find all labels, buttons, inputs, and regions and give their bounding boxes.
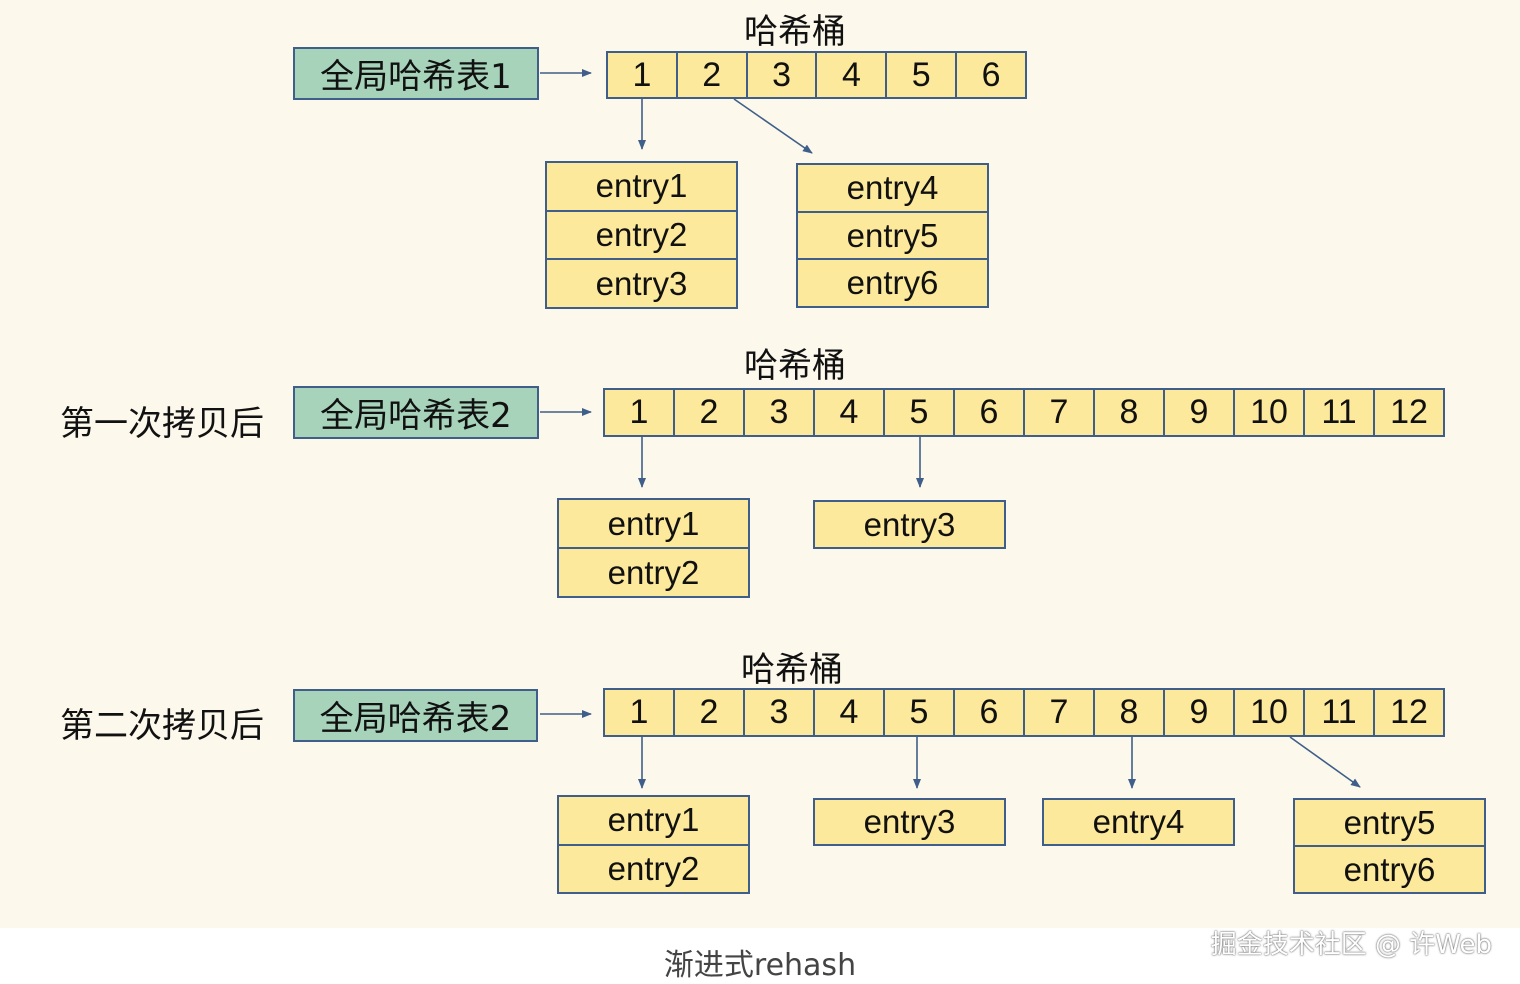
bucket-cell: 11 [1303,390,1373,435]
bucket-cell: 1 [629,393,649,431]
bucket-cell: 4 [813,390,883,435]
watermark: 掘金技术社区 @ 许Web [1210,930,1492,960]
bucket-cell: 3 [743,690,813,735]
entry-item: entry2 [559,547,748,596]
bucket-title-2: 哈希桶 [744,346,846,386]
entry-item: entry2 [559,843,748,893]
bucket-cell: 7 [1023,390,1093,435]
entry-item: entry3 [547,258,736,307]
bucket-cell: 6 [953,390,1023,435]
entry-chain-1a: entry1 entry2 entry3 [545,161,738,309]
bucket-cell: 11 [1303,690,1373,735]
entry-item: entry6 [798,258,987,306]
entry-chain-2a: entry1 entry2 [557,498,750,598]
bucket-cell: 10 [1233,390,1303,435]
bucket-cell: 6 [953,690,1023,735]
bucket-cell: 1 [629,693,649,731]
diagram-canvas: 哈希桶 全局哈希表1 1 2 3 4 5 6 entry1 entry2 ent… [0,0,1520,928]
entry-item: entry1 [607,504,700,542]
global-hash-table-1: 全局哈希表1 [293,47,539,100]
diagram-caption: 渐进式rehash [663,948,857,983]
entry-chain-3c: entry4 [1042,798,1235,846]
entry-item: entry1 [595,167,688,205]
global-hash-table-2: 全局哈希表2 [293,386,539,439]
bucket-cell: 5 [883,690,953,735]
entry-item: entry5 [1343,803,1436,841]
bucket-row-3: 1 2 3 4 5 6 7 8 9 10 11 12 [603,688,1445,737]
bucket-cell: 9 [1163,390,1233,435]
bucket-cell: 12 [1373,690,1443,735]
arrow-layer [540,69,1361,789]
entry-item: entry4 [846,168,939,206]
bucket-arrow [733,98,813,154]
bucket-cell: 1 [632,55,652,94]
entry-item: entry1 [607,801,700,839]
entry-item: entry5 [798,210,987,259]
global-hash-table-2-after: 全局哈希表2 [293,689,538,742]
entry-chain-2b: entry3 [813,500,1006,549]
entry-item: entry2 [547,209,736,259]
bucket-cell: 4 [813,690,883,735]
bucket-cell: 7 [1023,690,1093,735]
entry-item: entry3 [863,803,956,840]
bucket-cell: 3 [745,53,816,97]
bucket-cell: 8 [1093,690,1163,735]
entry-item: entry4 [1092,803,1185,840]
bucket-arrow [1289,736,1361,788]
bucket-cell: 2 [673,690,743,735]
entry-item: entry3 [863,505,956,543]
bucket-row-2: 1 2 3 4 5 6 7 8 9 10 11 12 [603,388,1445,437]
bucket-cell: 9 [1163,690,1233,735]
bucket-title-1: 哈希桶 [744,12,846,52]
bucket-cell: 8 [1093,390,1163,435]
bucket-cell: 12 [1373,390,1443,435]
bucket-cell: 2 [675,53,746,97]
bucket-cell: 2 [673,390,743,435]
entry-item: entry6 [1295,845,1484,892]
bucket-cell: 6 [955,53,1025,97]
bucket-title-3: 哈希桶 [741,650,843,690]
bucket-cell: 5 [885,53,955,97]
entry-chain-3a: entry1 entry2 [557,795,750,894]
entry-chain-1b: entry4 entry5 entry6 [796,163,989,308]
row-label-second-copy: 第二次拷贝后 [60,706,264,746]
row-label-first-copy: 第一次拷贝后 [60,404,264,444]
bucket-cell: 10 [1233,690,1303,735]
bucket-cell: 3 [743,390,813,435]
bucket-cell: 4 [815,53,885,97]
bucket-cell: 5 [883,390,953,435]
entry-chain-3b: entry3 [813,798,1006,846]
entry-chain-3d: entry5 entry6 [1293,798,1486,894]
bucket-row-1: 1 2 3 4 5 6 [606,51,1027,99]
